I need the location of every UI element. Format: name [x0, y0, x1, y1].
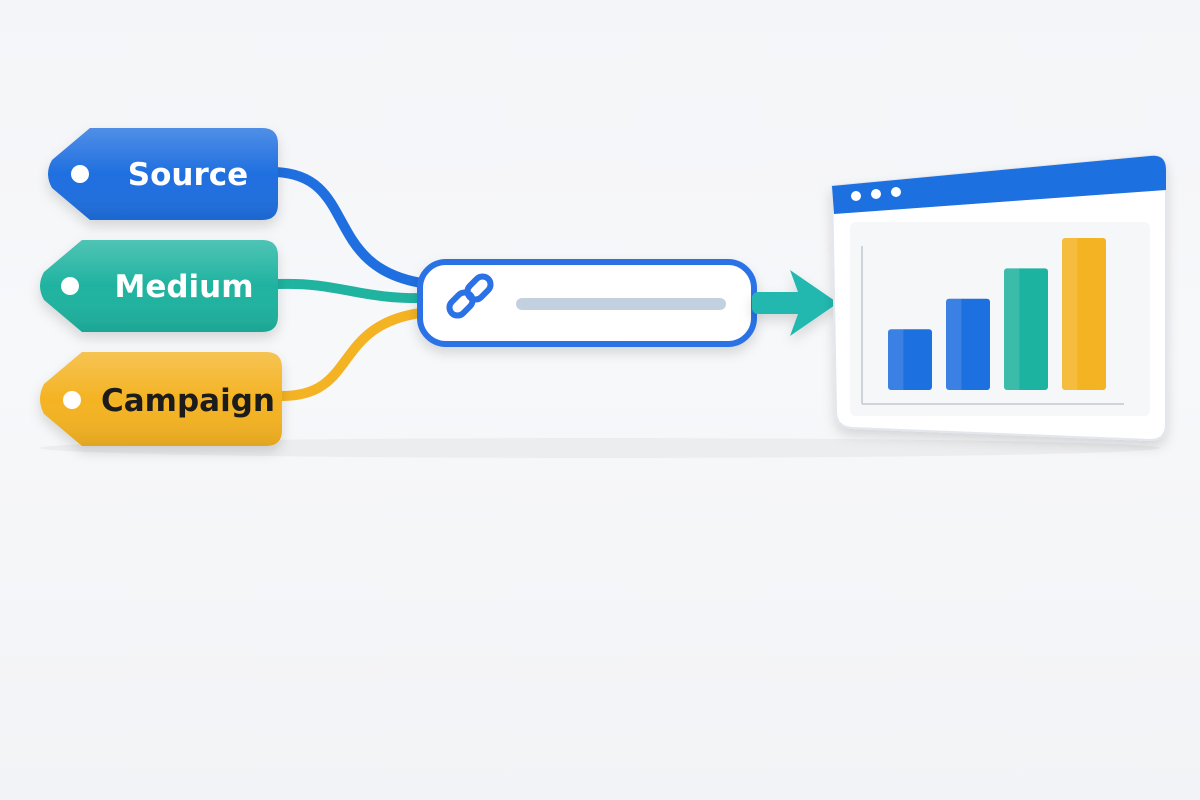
- browser-titlebar: [832, 155, 1166, 214]
- flow-arrow-icon: [752, 270, 838, 336]
- campaign-tag: Campaign: [40, 352, 282, 446]
- chart-bar-highlight: [946, 298, 962, 390]
- campaign-tag-label: Campaign: [101, 383, 275, 419]
- source-connector: [271, 167, 433, 289]
- url-bar: [417, 259, 757, 347]
- browser-window: [830, 154, 1167, 442]
- connector-lines: [271, 167, 433, 401]
- window-dot-icon: [891, 187, 901, 197]
- chart-bar-highlight: [1062, 238, 1078, 390]
- chart-bar-highlight: [1004, 268, 1020, 390]
- medium-tag: Medium: [40, 240, 278, 332]
- window-dot-icon: [871, 189, 881, 199]
- medium-tag-label: Medium: [114, 269, 253, 305]
- bar-chart: [888, 238, 1106, 390]
- link-icon: [446, 273, 494, 319]
- campaign-connector: [277, 307, 433, 401]
- source-tag: Source: [48, 128, 278, 220]
- medium-tag-hole-icon: [61, 277, 79, 295]
- campaign-tag-hole-icon: [63, 391, 81, 409]
- floor-shadow: [40, 438, 1160, 458]
- window-dot-icon: [851, 191, 861, 201]
- window-dots: [851, 187, 901, 201]
- source-tag-label: Source: [128, 157, 248, 193]
- url-text-placeholder: [516, 298, 726, 310]
- chart-bar-highlight: [888, 329, 904, 390]
- medium-connector: [273, 278, 433, 304]
- source-tag-hole-icon: [71, 165, 89, 183]
